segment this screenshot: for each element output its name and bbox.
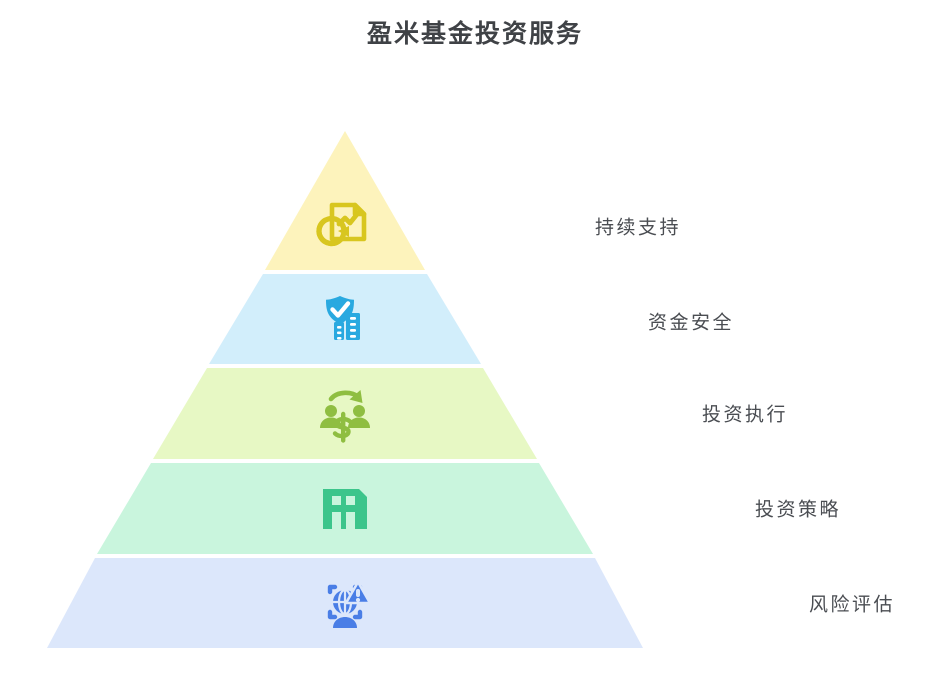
tier-label-3: 投资执行 bbox=[701, 403, 789, 426]
pyramid-band-2[interactable] bbox=[209, 274, 481, 364]
pyramid-band-4[interactable] bbox=[97, 463, 593, 554]
pyramid-band-1[interactable] bbox=[265, 131, 425, 270]
tier-label-1: 持续支持 bbox=[594, 216, 682, 239]
tier-label-4: 投资策略 bbox=[754, 498, 842, 521]
pyramid-band-3[interactable] bbox=[153, 368, 537, 459]
pyramid-chart bbox=[47, 131, 643, 648]
tier-label-2: 资金安全 bbox=[647, 311, 735, 334]
pyramid-bands bbox=[47, 131, 643, 648]
page-title: 盈米基金投资服务 bbox=[366, 19, 583, 48]
tier-label-5: 风险评估 bbox=[808, 593, 896, 616]
pyramid-band-5[interactable] bbox=[47, 558, 643, 648]
